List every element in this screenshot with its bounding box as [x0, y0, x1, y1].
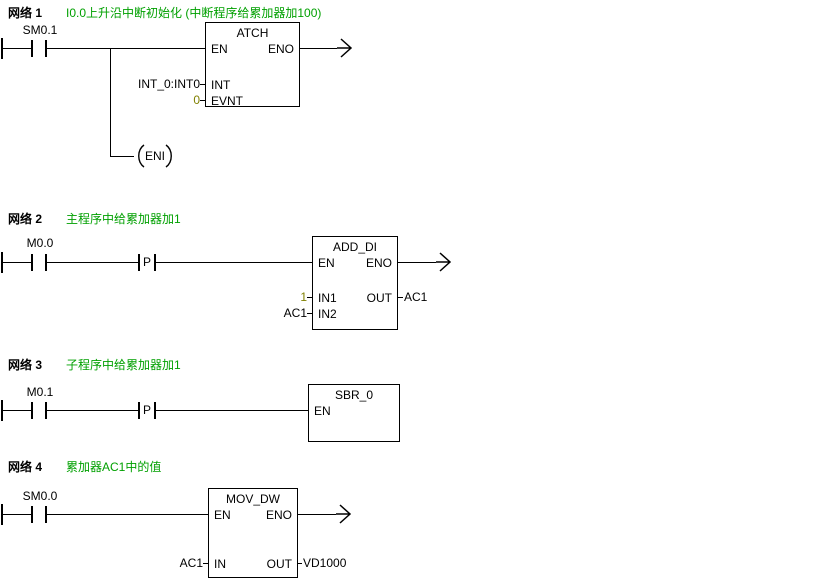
power-rail: [1, 504, 3, 525]
power-rail: [1, 400, 3, 421]
network-2-title: 网络 2: [8, 212, 43, 226]
contact-bar: [45, 506, 47, 523]
network-2-comment[interactable]: 主程序中给累加器加1: [66, 212, 181, 226]
edge-label: P: [142, 255, 152, 269]
contact-bar: [45, 254, 47, 271]
wire: [298, 514, 336, 515]
wire: [47, 262, 138, 263]
pin-evnt: EVNT: [211, 94, 244, 108]
wire: [156, 262, 312, 263]
pin-tick: [200, 100, 205, 101]
wire: [398, 262, 436, 263]
operand-evnt[interactable]: 0: [193, 93, 200, 107]
pin-in2: IN2: [318, 307, 337, 321]
pin-eno: ENO: [267, 42, 294, 56]
operand-in1[interactable]: 1: [300, 290, 307, 304]
eni-coil[interactable]: ENI: [133, 144, 177, 168]
block-title: MOV_DW: [226, 492, 280, 506]
open-wire-arrow-icon: [337, 38, 353, 58]
branch-wire: [110, 48, 111, 157]
operand-int[interactable]: INT_0:INT0: [137, 77, 200, 91]
contact-operand[interactable]: SM0.1: [22, 23, 58, 37]
contact-bar: [45, 402, 47, 419]
block-title: ATCH: [236, 26, 269, 40]
pin-tick: [307, 297, 312, 298]
contact-bar: [154, 254, 156, 271]
network-3-comment[interactable]: 子程序中给累加器加1: [66, 358, 181, 372]
wire: [47, 48, 205, 49]
wire: [300, 48, 337, 49]
atch-block[interactable]: ATCH EN ENO INT EVNT: [205, 22, 300, 107]
wire: [3, 48, 31, 49]
wire: [47, 514, 208, 515]
wire: [156, 410, 308, 411]
block-title: SBR_0: [334, 388, 374, 402]
wire: [47, 410, 138, 411]
contact-bar: [31, 254, 33, 271]
coil-parens-icon: [138, 144, 172, 168]
network-4-title: 网络 4: [8, 460, 43, 474]
pin-out: OUT: [366, 291, 392, 305]
network-1-title: 网络 1: [8, 6, 43, 20]
pin-int: INT: [211, 78, 231, 92]
pin-en: EN: [211, 42, 228, 56]
open-wire-arrow-icon: [336, 504, 352, 524]
contact-bar: [138, 402, 140, 419]
network-3-title: 网络 3: [8, 358, 43, 372]
pin-tick: [200, 84, 205, 85]
contact-bar: [45, 40, 47, 57]
wire: [3, 262, 31, 263]
pin-en: EN: [214, 508, 231, 522]
contact-operand[interactable]: SM0.0: [22, 489, 58, 503]
operand-in[interactable]: AC1: [179, 556, 203, 570]
network-1-comment[interactable]: I0.0上升沿中断初始化 (中断程序给累加器加100): [66, 6, 322, 20]
wire: [110, 156, 134, 157]
contact-operand[interactable]: M0.0: [26, 236, 54, 250]
wire: [3, 514, 31, 515]
open-wire-arrow-icon: [436, 252, 452, 272]
pin-eno: ENO: [365, 256, 392, 270]
pin-en: EN: [318, 256, 335, 270]
network-4-comment[interactable]: 累加器AC1中的值: [66, 460, 162, 474]
pin-tick: [398, 297, 403, 298]
contact-bar: [31, 402, 33, 419]
edge-label: P: [142, 403, 152, 417]
pin-in1: IN1: [318, 291, 337, 305]
pin-tick: [307, 313, 312, 314]
pin-out: OUT: [266, 557, 292, 571]
sbr-0-block[interactable]: SBR_0 EN: [308, 384, 400, 442]
power-rail: [1, 38, 3, 59]
operand-in2[interactable]: AC1: [283, 306, 307, 320]
contact-bar: [154, 402, 156, 419]
contact-bar: [138, 254, 140, 271]
add-di-block[interactable]: ADD_DI EN ENO IN1 OUT IN2: [312, 236, 398, 330]
coil-label: ENI: [144, 149, 166, 163]
contact-bar: [31, 40, 33, 57]
operand-out[interactable]: AC1: [404, 290, 428, 304]
block-title: ADD_DI: [332, 240, 377, 254]
wire: [3, 410, 31, 411]
power-rail: [1, 252, 3, 273]
pin-tick: [298, 563, 302, 564]
contact-bar: [31, 506, 33, 523]
pin-in: IN: [214, 557, 226, 571]
contact-operand[interactable]: M0.1: [26, 385, 54, 399]
pin-eno: ENO: [265, 508, 292, 522]
operand-out[interactable]: VD1000: [303, 556, 347, 570]
pin-tick: [203, 563, 208, 564]
mov-dw-block[interactable]: MOV_DW EN ENO IN OUT: [208, 488, 298, 578]
pin-en: EN: [314, 404, 331, 418]
